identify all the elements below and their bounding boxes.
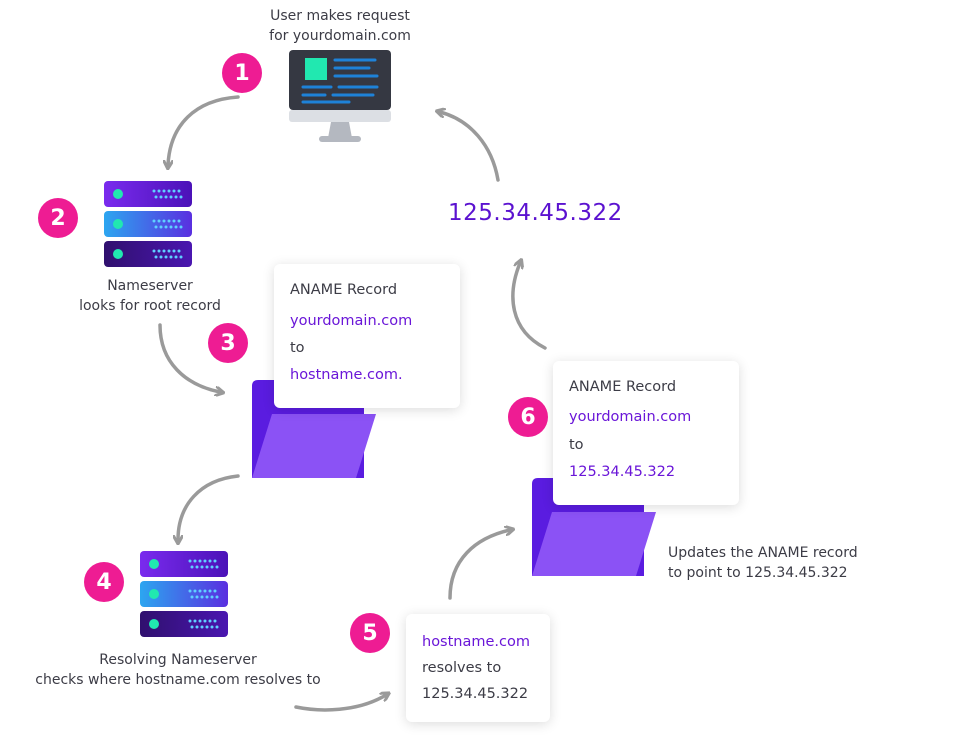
card-target: 125.34.45.322	[569, 464, 676, 480]
result-ip: 125.34.45.322	[448, 200, 623, 226]
hostname-resolves-card: hostname.com resolves to 125.34.45.322	[406, 614, 550, 722]
arrow-ip-to-1	[440, 112, 500, 182]
step-2-badge: 2	[38, 198, 78, 238]
arrow-1-to-2	[168, 95, 240, 165]
server-icon	[104, 181, 192, 267]
card-host: hostname.com	[422, 634, 530, 650]
server-icon	[140, 551, 228, 637]
card-title: ANAME Record	[569, 379, 677, 395]
card-domain: yourdomain.com	[569, 409, 692, 425]
card-to: to	[290, 340, 305, 356]
arrow-5-to-6	[448, 530, 510, 600]
arrow-4-to-5	[294, 695, 386, 712]
arrow-2-to-3	[158, 323, 220, 392]
step1-caption: User makes request for yourdomain.com	[269, 8, 411, 44]
aname-record-card-step6: ANAME Record yourdomain.com to 125.34.45…	[553, 361, 739, 505]
step-1-badge: 1	[222, 53, 262, 93]
arrow-3-to-4	[178, 474, 240, 540]
card-to: to	[569, 437, 584, 453]
card-target: hostname.com.	[290, 367, 403, 383]
step4-caption: Resolving Nameserver checks where hostna…	[35, 652, 321, 688]
step-4-badge: 4	[84, 562, 124, 602]
card-title: ANAME Record	[290, 282, 398, 298]
step-3-badge: 3	[208, 323, 248, 363]
step2-caption: Nameserver looks for root record	[79, 278, 221, 314]
aname-record-card-step3: ANAME Record yourdomain.com to hostname.…	[274, 264, 460, 408]
card-ip: 125.34.45.322	[422, 686, 529, 702]
step6-caption: Updates the ANAME record to point to 125…	[668, 545, 858, 581]
card-domain: yourdomain.com	[290, 313, 413, 329]
computer-icon	[289, 50, 391, 142]
arrow-6-to-ip	[511, 263, 547, 350]
step-6-badge: 6	[508, 397, 548, 437]
card-resolves: resolves to	[422, 660, 502, 676]
step-5-badge: 5	[350, 613, 390, 653]
